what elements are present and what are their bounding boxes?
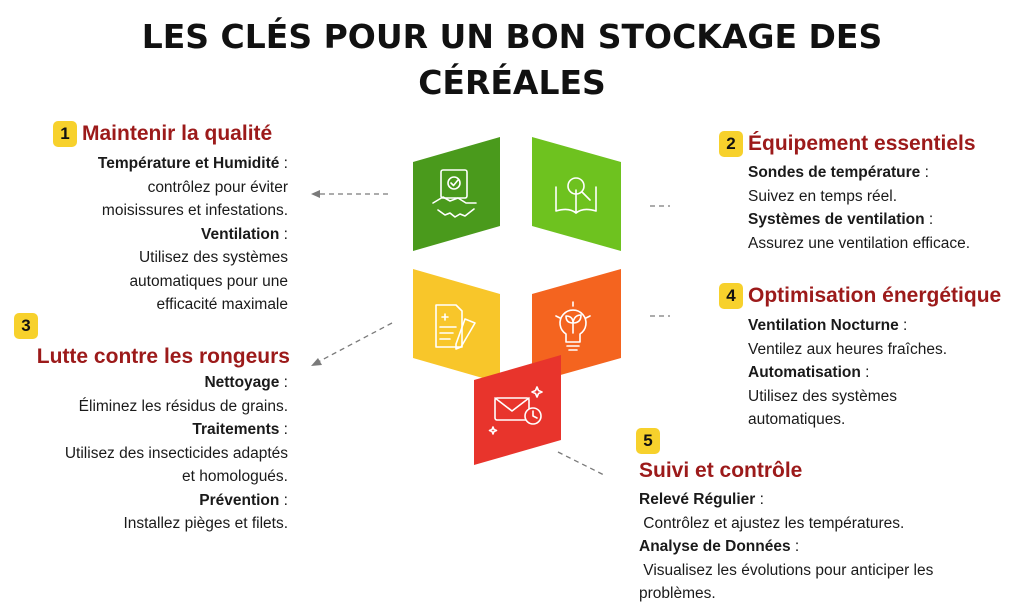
section-1-term-2: Ventilation [201, 225, 280, 243]
arrow-to-section-3 [317, 322, 393, 363]
section-2-body: Sondes de température : Suivez en temps … [748, 161, 970, 255]
section-1-text: efficacité maximale [156, 296, 288, 313]
section-5-body: Relevé Régulier : Contrôlez et ajustez l… [639, 488, 933, 606]
section-3-term-1: Nettoyage [204, 374, 280, 391]
section-3-text: et homologués. [182, 468, 288, 485]
section-5-badge: 5 [636, 428, 660, 454]
section-5-term-1: Relevé Régulier [639, 491, 756, 508]
tile-dark-green [413, 137, 500, 251]
section-1-term-1: Température et Humidité [97, 155, 280, 172]
lightbulb-plant-icon [555, 301, 591, 351]
connector-arrows [317, 193, 670, 475]
section-5-term-2: Analyse de Données [639, 538, 791, 555]
section-5-text: Contrôlez et ajustez les températures. [639, 514, 905, 532]
section-3-body: Nettoyage : Éliminez les résidus de grai… [65, 371, 288, 536]
email-clock-icon [488, 386, 543, 435]
title-line-1: LES CLÉS POUR UN BON STOCKAGE DES [141, 17, 883, 56]
tile-orange [532, 269, 621, 383]
section-2-text: Suivez en temps réel. [748, 187, 898, 205]
section-1-text: automatiques pour une [129, 272, 288, 290]
section-4-text: automatiques. [748, 411, 846, 428]
section-2-term-1: Sondes de température [748, 164, 921, 181]
section-1-badge: 1 [53, 121, 77, 147]
section-1-heading: Maintenir la qualité [82, 122, 273, 145]
arrow-heads [311, 190, 322, 366]
section-3-text: Installez pièges et filets. [123, 515, 288, 532]
section-3-heading: Lutte contre les rongeurs [36, 345, 290, 368]
section-4-badge: 4 [719, 283, 743, 309]
section-1-body: Température et Humidité : contrôlez pour… [98, 152, 288, 317]
section-5-heading: Suivi et contrôle [639, 459, 803, 482]
section-3-text: Utilisez des insecticides adaptés [64, 444, 288, 462]
section-3-badge: 3 [14, 313, 38, 339]
section-3-term-2: Traitements [192, 421, 280, 438]
section-4-term-2: Automatisation [748, 364, 861, 381]
section-1-text: Utilisez des systèmes [138, 249, 288, 266]
section-2-heading: Équipement essentiels [748, 132, 976, 155]
center-diagram [311, 137, 670, 475]
document-pen-icon [435, 304, 476, 350]
page-title: LES CLÉS POUR UN BON STOCKAGE DES CÉRÉAL… [0, 14, 1024, 106]
section-5-text: Visualisez les évolutions pour anticiper… [639, 561, 934, 579]
arrow-to-section-5 [557, 451, 606, 475]
section-4-text: Ventilez aux heures fraîches. [748, 340, 948, 358]
section-1-text: moisissures et infestations. [101, 202, 288, 219]
section-4-body: Ventilation Nocturne : Ventilez aux heur… [748, 314, 947, 432]
tile-yellow [413, 269, 500, 383]
section-1-text: contrôlez pour éviter [147, 178, 288, 196]
book-magnifier-icon [555, 177, 597, 214]
section-5-text: problèmes. [639, 585, 716, 602]
section-2-term-2: Systèmes de ventilation [748, 211, 925, 228]
section-3-text: Éliminez les résidus de grains. [78, 397, 288, 415]
section-4-term-1: Ventilation Nocturne [748, 317, 899, 334]
title-line-2: CÉRÉALES [418, 63, 606, 102]
section-2-badge: 2 [719, 131, 743, 157]
section-3-term-3: Prévention [199, 491, 280, 509]
tile-red [474, 355, 561, 465]
contract-handshake-icon [432, 169, 477, 218]
section-4-heading: Optimisation énergétique [748, 284, 1002, 307]
section-2-text: Assurez une ventilation efficace. [748, 234, 971, 252]
section-4-text: Utilisez des systèmes [748, 387, 898, 405]
